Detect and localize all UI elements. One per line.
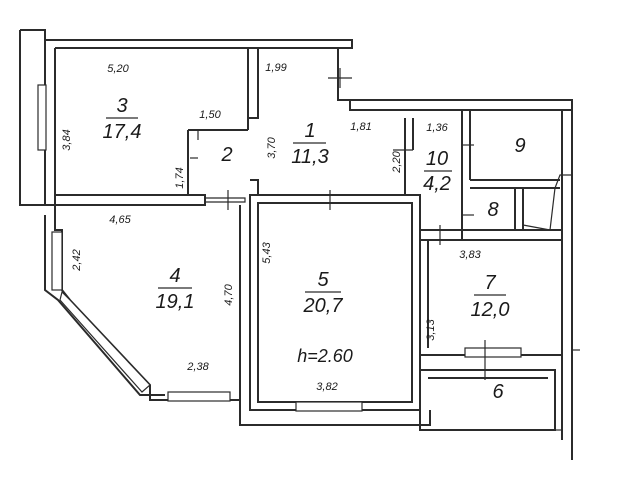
room-number: 1 (304, 120, 315, 142)
dimension-label: 5,20 (107, 63, 129, 75)
dimension-label: 3,84 (61, 129, 73, 150)
room-number: 4 (169, 265, 180, 287)
dimension-label: 3,13 (425, 318, 437, 340)
dimension-label: 4,70 (223, 283, 235, 305)
dimension-label: 4,65 (109, 214, 131, 226)
dimension-label: 3,83 (459, 249, 481, 261)
room-area: 19,1 (156, 291, 195, 313)
dimension-label: 1,81 (350, 121, 371, 133)
room-area: 11,3 (291, 146, 328, 168)
dimension-label: 2,38 (186, 361, 209, 373)
dimension-label: 1,50 (199, 109, 221, 121)
room-number: 8 (487, 199, 498, 221)
room-area: 17,4 (103, 121, 142, 143)
dimension-label: 5,43 (261, 241, 273, 263)
dimension-label: 1,99 (265, 62, 286, 74)
room-number: 9 (514, 135, 525, 157)
dimension-label: 1,74 (174, 167, 186, 188)
room-number: 7 (484, 272, 496, 294)
room-number: 6 (492, 381, 504, 403)
walls (19, 29, 580, 460)
room-number: 3 (116, 95, 127, 117)
room-area: 12,0 (471, 299, 510, 321)
dimension-label: 2,42 (71, 249, 83, 271)
room-number: 5 (317, 269, 329, 291)
ceiling-height: h=2.60 (297, 346, 353, 366)
dimension-label: 2,20 (391, 150, 403, 173)
room-area: 4,2 (423, 173, 451, 195)
dimension-label: 3,82 (316, 381, 337, 393)
room-area: 20,7 (303, 295, 344, 317)
room-number: 2 (220, 144, 232, 166)
room-number: 10 (426, 148, 448, 170)
dimension-label: 1,36 (426, 122, 448, 134)
dimension-label: 3,70 (266, 136, 278, 158)
room-labels: 3 17,4 2 1 11,3 10 4,2 9 8 4 19,1 5 20,7… (103, 95, 526, 403)
dimension-labels: 5,20 1,99 1,50 3,84 3,70 1,81 1,36 1,74 … (61, 62, 482, 393)
